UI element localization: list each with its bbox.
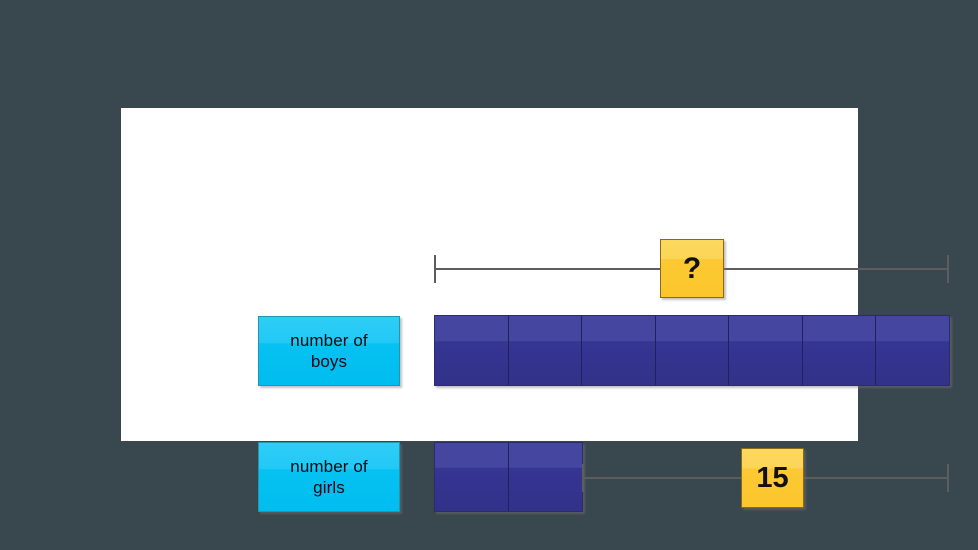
label-number-of-boys[interactable]: number of boys [258, 316, 400, 386]
label-girls-line1: number of [290, 457, 368, 476]
bar-number-of-boys[interactable] [434, 315, 950, 386]
white-panel: ? number of boys number of girls [121, 108, 950, 512]
bar-segment [435, 443, 509, 511]
bracket-total-right-tick [947, 255, 949, 283]
bracket-total-left-tick [434, 255, 436, 283]
bar-segment [803, 316, 877, 385]
bar-number-of-girls[interactable] [434, 442, 583, 512]
bar-segment [876, 316, 949, 385]
label-boys-line1: number of [290, 331, 368, 350]
bar-segment [729, 316, 803, 385]
bracket-difference-right-tick [947, 464, 949, 492]
value-chip-unknown[interactable]: ? [660, 239, 724, 298]
label-girls-line2: girls [313, 478, 345, 497]
bar-segment [435, 316, 509, 385]
value-chip-difference[interactable]: 15 [741, 448, 804, 508]
bar-segment [509, 443, 582, 511]
bar-segment [656, 316, 730, 385]
bracket-difference-left-tick [582, 464, 584, 492]
label-boys-line2: boys [310, 352, 348, 371]
bar-segment [509, 316, 583, 385]
bar-segment [582, 316, 656, 385]
label-number-of-girls[interactable]: number of girls [258, 442, 400, 512]
